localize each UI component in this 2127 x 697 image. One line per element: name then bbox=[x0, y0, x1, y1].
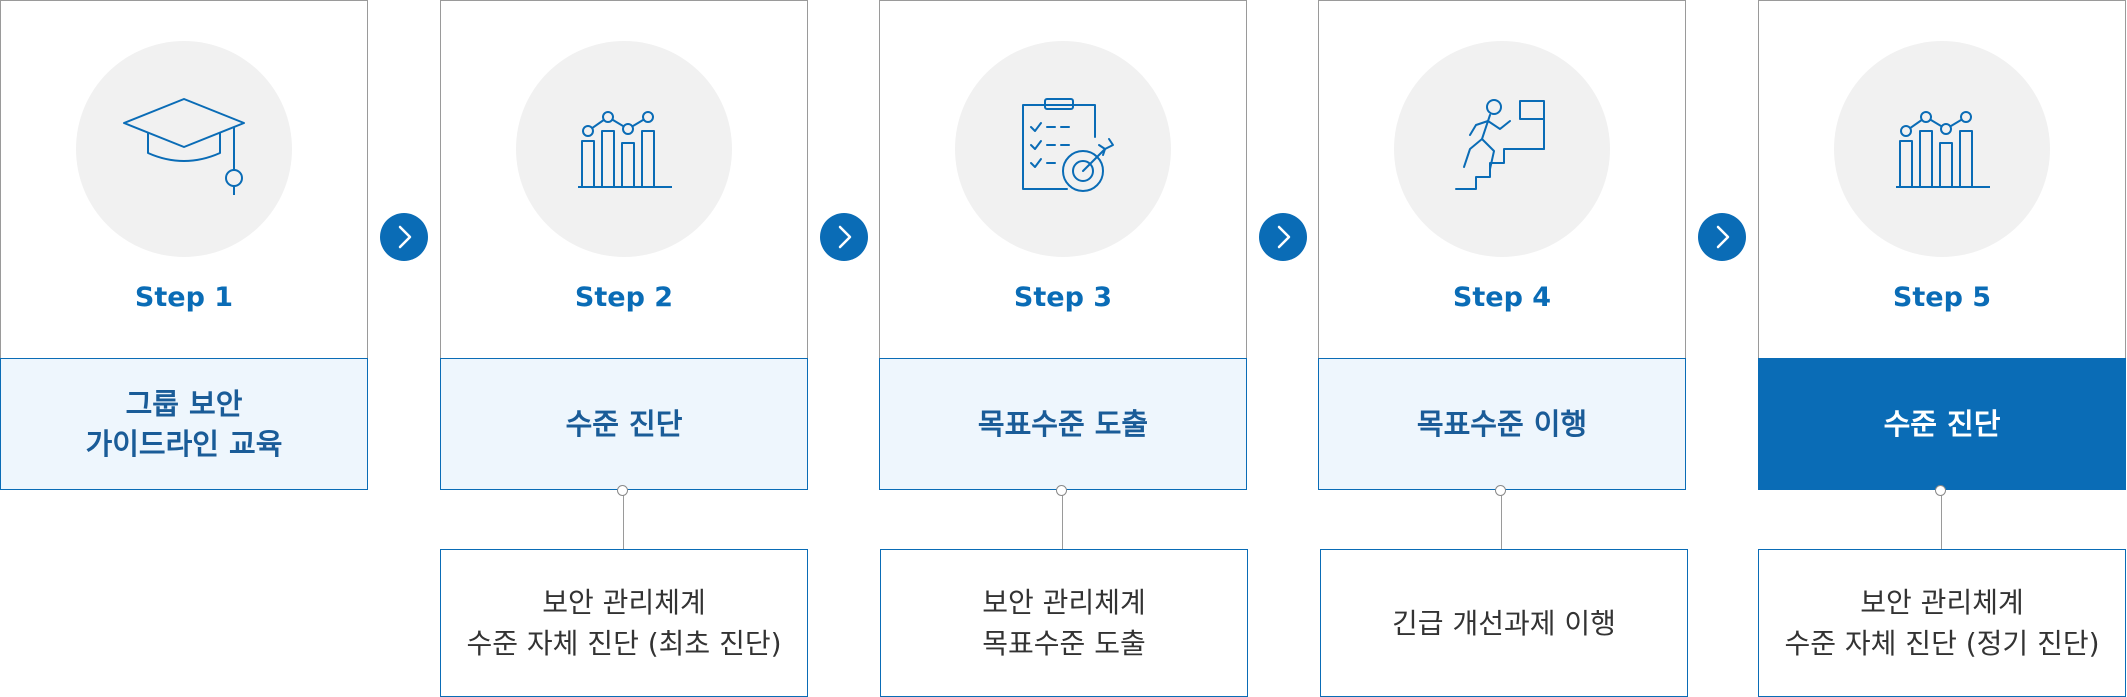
step-5: Step 5 수준 진단 bbox=[1758, 0, 2126, 549]
icon-circle bbox=[516, 41, 732, 257]
step-label: Step 4 bbox=[1452, 282, 1552, 313]
connector-line bbox=[623, 491, 624, 549]
connector-dot bbox=[1495, 485, 1506, 496]
step-1: Step 1 그룹 보안 가이드라인 교육 bbox=[0, 0, 368, 491]
icon-circle bbox=[955, 41, 1171, 257]
connector-line bbox=[1501, 491, 1502, 549]
connector-dot bbox=[1056, 485, 1067, 496]
next-arrow-icon bbox=[820, 213, 868, 261]
bar-line-chart-icon bbox=[578, 111, 672, 188]
step-detail: 보안 관리체계 목표수준 도출 bbox=[880, 549, 1248, 697]
connector-line bbox=[1941, 491, 1942, 549]
step-title: 수준 진단 bbox=[1758, 358, 2126, 490]
step-label: Step 1 bbox=[134, 282, 234, 313]
step-title: 목표수준 도출 bbox=[879, 358, 1247, 490]
step-4: Step 4 목표수준 이행 bbox=[1318, 0, 1686, 549]
step-label: Step 2 bbox=[574, 282, 674, 313]
bar-line-chart-icon bbox=[1896, 111, 1990, 188]
step-card: Step 1 bbox=[0, 0, 368, 359]
connector-line bbox=[1062, 491, 1063, 549]
clipboard-target-icon bbox=[1022, 98, 1114, 192]
step-2: Step 2 수준 진단 bbox=[440, 0, 808, 549]
step-card: Step 2 bbox=[440, 0, 808, 359]
next-arrow-icon bbox=[1259, 213, 1307, 261]
step-3: Step 3 목표수준 도출 bbox=[879, 0, 1247, 549]
icon-circle bbox=[76, 41, 292, 257]
icon-circle bbox=[1834, 41, 2050, 257]
next-arrow-icon bbox=[1698, 213, 1746, 261]
step-label: Step 5 bbox=[1892, 282, 1992, 313]
next-arrow-icon bbox=[380, 213, 428, 261]
graduation-cap-icon bbox=[123, 98, 245, 195]
step-title: 그룹 보안 가이드라인 교육 bbox=[0, 358, 368, 490]
step-card: Step 4 bbox=[1318, 0, 1686, 359]
step-card: Step 3 bbox=[879, 0, 1247, 359]
step-detail: 보안 관리체계 수준 자체 진단 (최초 진단) bbox=[440, 549, 808, 697]
step-detail: 보안 관리체계 수준 자체 진단 (정기 진단) bbox=[1758, 549, 2126, 697]
step-title: 목표수준 이행 bbox=[1318, 358, 1686, 490]
icon-circle bbox=[1394, 41, 1610, 257]
connector-dot bbox=[617, 485, 628, 496]
step-title: 수준 진단 bbox=[440, 358, 808, 490]
runner-flag-icon bbox=[1455, 99, 1545, 190]
step-card: Step 5 bbox=[1758, 0, 2126, 359]
step-detail: 긴급 개선과제 이행 bbox=[1320, 549, 1688, 697]
connector-dot bbox=[1935, 485, 1946, 496]
step-label: Step 3 bbox=[1013, 282, 1113, 313]
